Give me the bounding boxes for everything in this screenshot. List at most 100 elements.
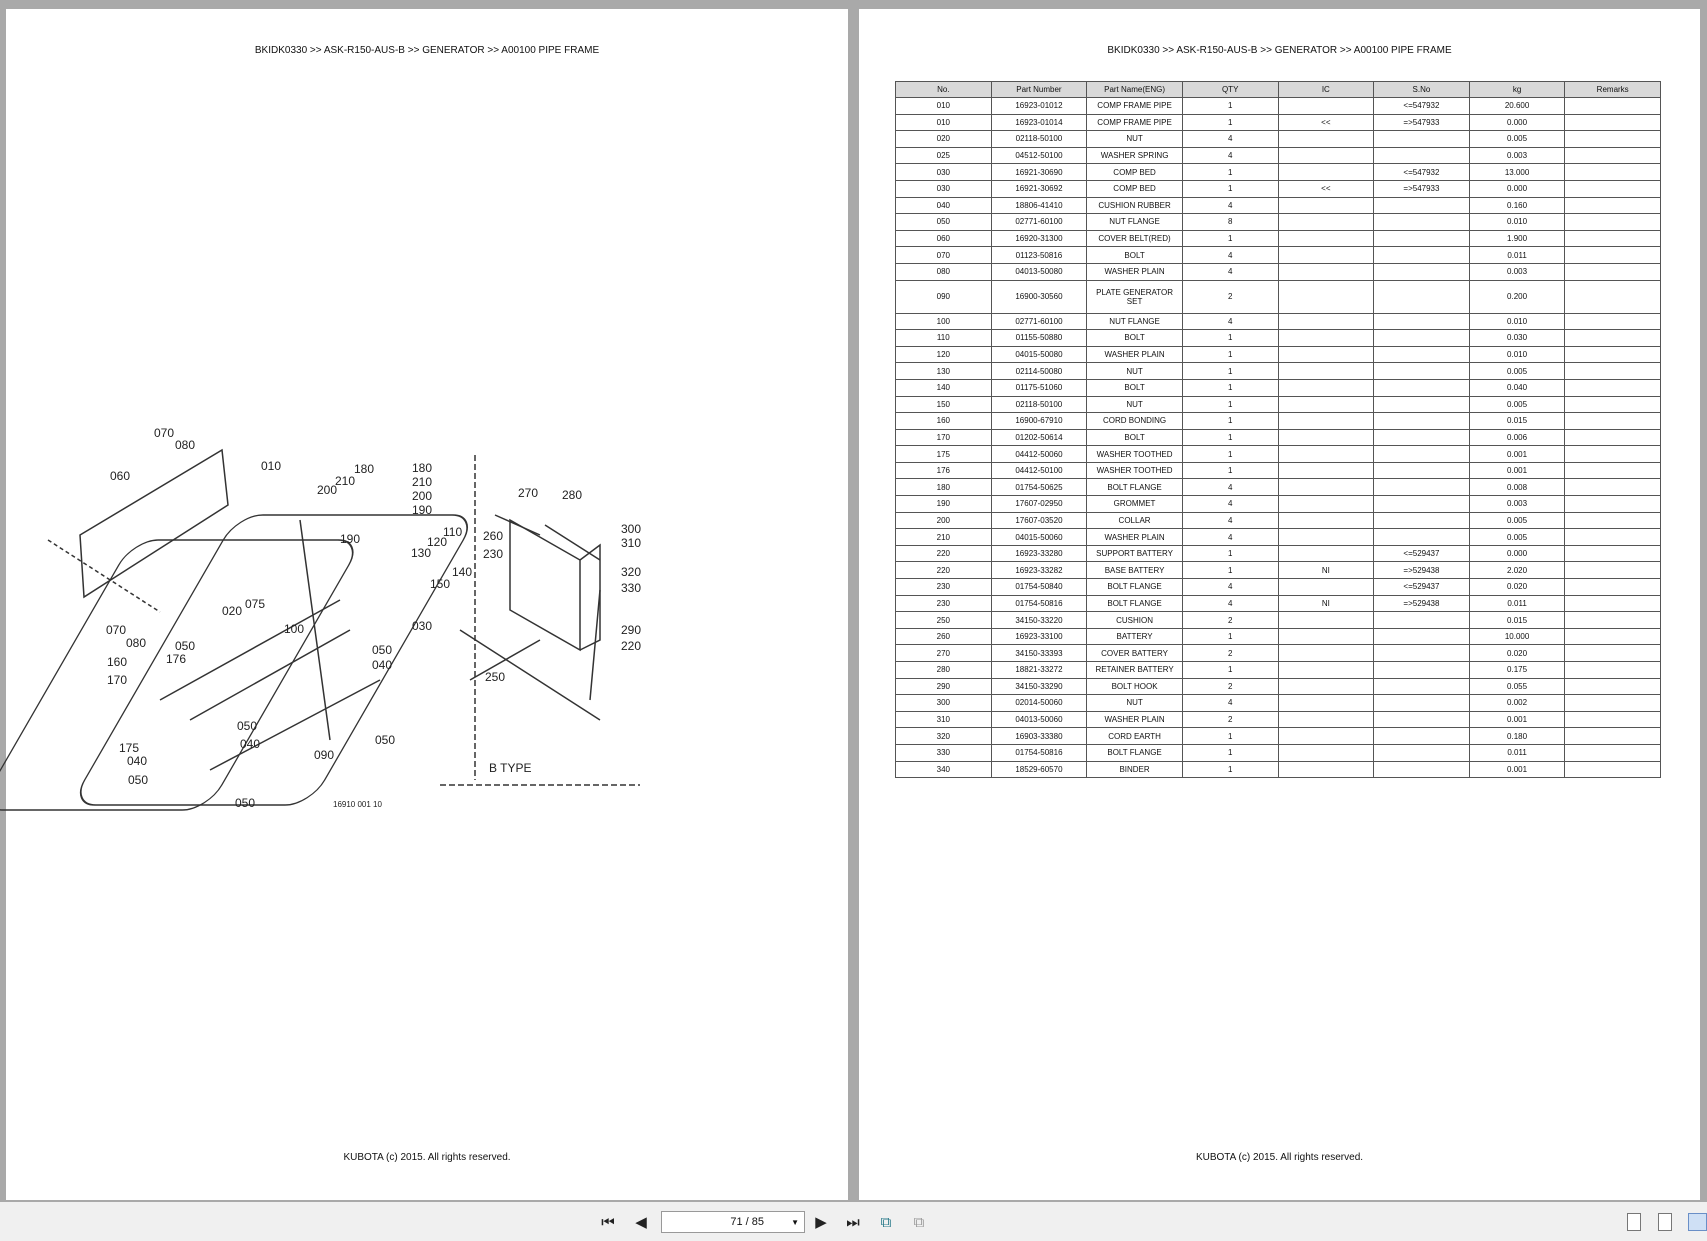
chevron-down-icon[interactable]: ▼: [791, 1218, 799, 1227]
diagram-callout: 220: [621, 639, 641, 653]
table-cell: 20.600: [1468, 97, 1566, 115]
table-cell: [1564, 727, 1661, 745]
table-cell: 0.008: [1468, 478, 1566, 497]
table-cell: [1277, 528, 1375, 546]
table-cell: 320: [895, 727, 992, 745]
table-cell: BOLT: [1086, 428, 1183, 447]
diagram-callout: 160: [107, 655, 127, 669]
table-cell: [1277, 279, 1375, 314]
rotate-right-icon[interactable]: ⧉: [913, 1213, 925, 1231]
previous-page-icon[interactable]: ◀: [635, 1214, 647, 1231]
table-cell: 140: [895, 378, 992, 397]
column-header: No.: [895, 81, 992, 98]
table-cell: [1277, 312, 1375, 331]
diagram-callout: 260: [483, 529, 503, 543]
table-cell: [1564, 229, 1661, 248]
table-cell: WASHER TOOTHED: [1086, 445, 1183, 463]
table-cell: GROMMET: [1086, 495, 1183, 513]
table-cell: [1277, 262, 1375, 281]
table-cell: [1373, 428, 1470, 447]
table-cell: 180: [895, 478, 992, 497]
table-cell: 0.001: [1468, 760, 1566, 779]
table-cell: 020: [895, 130, 992, 148]
table-cell: [1373, 213, 1470, 231]
table-cell: 010: [895, 97, 992, 115]
table-cell: 0.003: [1468, 262, 1566, 281]
last-page-icon[interactable]: ⏭: [846, 1213, 860, 1231]
table-cell: <=529437: [1373, 544, 1470, 563]
diagram-callout: 075: [245, 597, 265, 611]
table-cell: 01754-50625: [990, 478, 1088, 497]
table-cell: NI: [1277, 594, 1375, 613]
table-cell: 0.040: [1468, 378, 1566, 397]
table-cell: [1564, 594, 1661, 613]
table-cell: [1373, 345, 1470, 364]
table-cell: 4: [1181, 694, 1279, 712]
table-cell: 16921-30690: [990, 163, 1088, 181]
table-cell: [1277, 428, 1375, 447]
table-cell: [1277, 329, 1375, 347]
table-cell: 0.015: [1468, 412, 1566, 430]
table-cell: [1564, 561, 1661, 580]
table-cell: NUT FLANGE: [1086, 312, 1183, 331]
diagram-callout: B TYPE: [489, 761, 531, 775]
table-cell: 1: [1181, 544, 1279, 563]
table-cell: [1277, 644, 1375, 662]
table-cell: [1373, 378, 1470, 397]
next-page-icon[interactable]: ▶: [815, 1214, 827, 1231]
table-cell: [1277, 661, 1375, 679]
table-cell: 01754-50816: [990, 743, 1088, 762]
table-cell: 01202-50614: [990, 428, 1088, 447]
table-cell: 34150-33220: [990, 611, 1088, 629]
table-cell: BOLT: [1086, 329, 1183, 347]
table-cell: [1373, 511, 1470, 530]
page-number-input[interactable]: 71 / 85 ▼: [661, 1211, 805, 1233]
table-cell: WASHER TOOTHED: [1086, 461, 1183, 480]
table-cell: COMP FRAME PIPE: [1086, 113, 1183, 132]
table-cell: NUT FLANGE: [1086, 213, 1183, 231]
table-cell: [1564, 97, 1661, 115]
table-cell: 4: [1181, 246, 1279, 264]
table-cell: 175: [895, 445, 992, 463]
table-cell: [1564, 329, 1661, 347]
two-page-view-icon[interactable]: [1688, 1213, 1707, 1231]
table-cell: [1564, 627, 1661, 646]
column-header: kg: [1468, 81, 1566, 98]
diagram-callout: 270: [518, 486, 538, 500]
diagram-callout: 050: [128, 773, 148, 787]
table-cell: 16921-30692: [990, 179, 1088, 198]
rotate-left-icon[interactable]: ⧉: [880, 1213, 892, 1231]
table-cell: 310: [895, 710, 992, 729]
table-cell: [1564, 412, 1661, 430]
table-cell: NUT: [1086, 694, 1183, 712]
table-cell: [1277, 727, 1375, 745]
diagram-callout: 040: [372, 658, 392, 672]
table-cell: 120: [895, 345, 992, 364]
first-page-icon[interactable]: ⏮: [601, 1213, 615, 1231]
table-cell: 16920-31300: [990, 229, 1088, 248]
table-cell: 16923-33282: [990, 561, 1088, 580]
diagram-callout: 060: [110, 469, 130, 483]
diagram-callout: 070: [106, 623, 126, 637]
table-cell: 010: [895, 113, 992, 132]
table-cell: [1564, 378, 1661, 397]
single-page-view-icon[interactable]: [1627, 1213, 1641, 1231]
table-cell: 0.010: [1468, 213, 1566, 231]
table-cell: [1564, 677, 1661, 696]
table-cell: COMP BED: [1086, 179, 1183, 198]
table-cell: [1277, 760, 1375, 779]
table-cell: [1373, 412, 1470, 430]
table-cell: COVER BELT(RED): [1086, 229, 1183, 248]
table-cell: 01123-50816: [990, 246, 1088, 264]
diagram-callout: 230: [483, 547, 503, 561]
table-cell: [1373, 246, 1470, 264]
table-cell: 01175-51060: [990, 378, 1088, 397]
continuous-view-icon[interactable]: [1658, 1213, 1672, 1231]
